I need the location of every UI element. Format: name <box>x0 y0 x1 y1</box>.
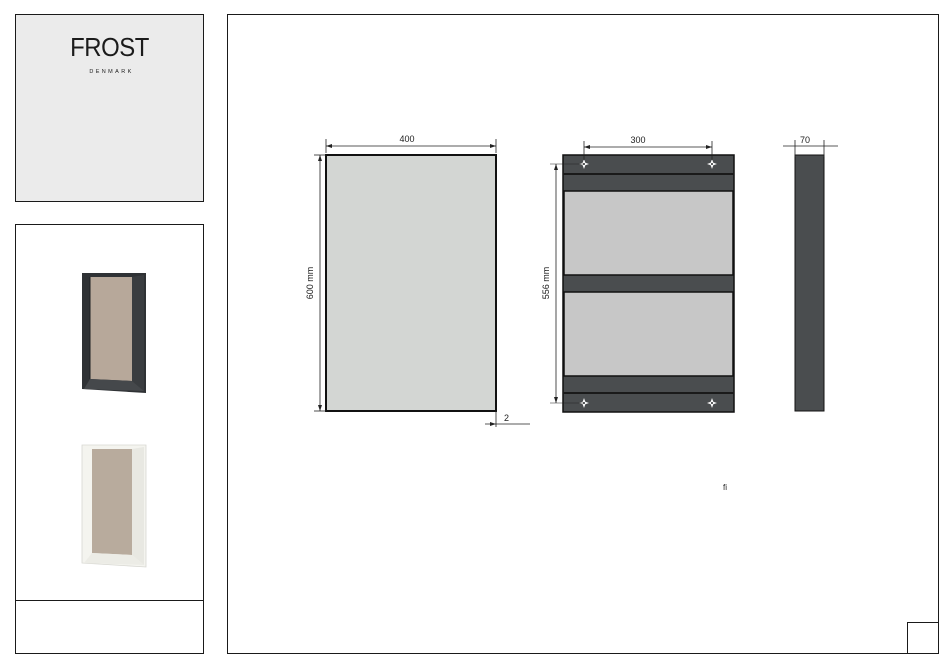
title-block-box <box>907 622 939 654</box>
frame-thickness-label: 2 <box>504 413 509 423</box>
lower-mounting-panel <box>564 292 733 376</box>
hole-spacing-label: 300 <box>630 135 645 145</box>
brand-subtitle: DENMARK <box>16 69 203 75</box>
side-depth-label: 70 <box>800 135 810 145</box>
logo-panel: FROST DENMARK <box>15 14 204 202</box>
mirror-front-glass <box>326 155 496 411</box>
back-vertical-label: 556 mm <box>541 267 551 300</box>
product-photos-panel <box>15 224 204 654</box>
stray-annotation: fi <box>723 483 727 492</box>
black-mirror-thumbnail <box>80 271 148 397</box>
front-view: 400 600 mm 2 <box>305 134 530 427</box>
technical-drawing-panel: 400 600 mm 2 <box>227 14 939 654</box>
upper-mounting-panel <box>564 191 733 275</box>
brand-name: FROST <box>23 32 195 63</box>
white-mirror-thumbnail <box>80 443 148 571</box>
technical-drawing: 400 600 mm 2 <box>228 15 940 655</box>
front-width-label: 400 <box>399 134 414 144</box>
mirror-side-profile <box>795 155 824 411</box>
front-height-label: 600 mm <box>305 267 315 300</box>
photo-panel-divider <box>16 600 203 601</box>
back-view: 300 556 mm <box>541 135 734 412</box>
side-view: 70 <box>783 135 838 411</box>
